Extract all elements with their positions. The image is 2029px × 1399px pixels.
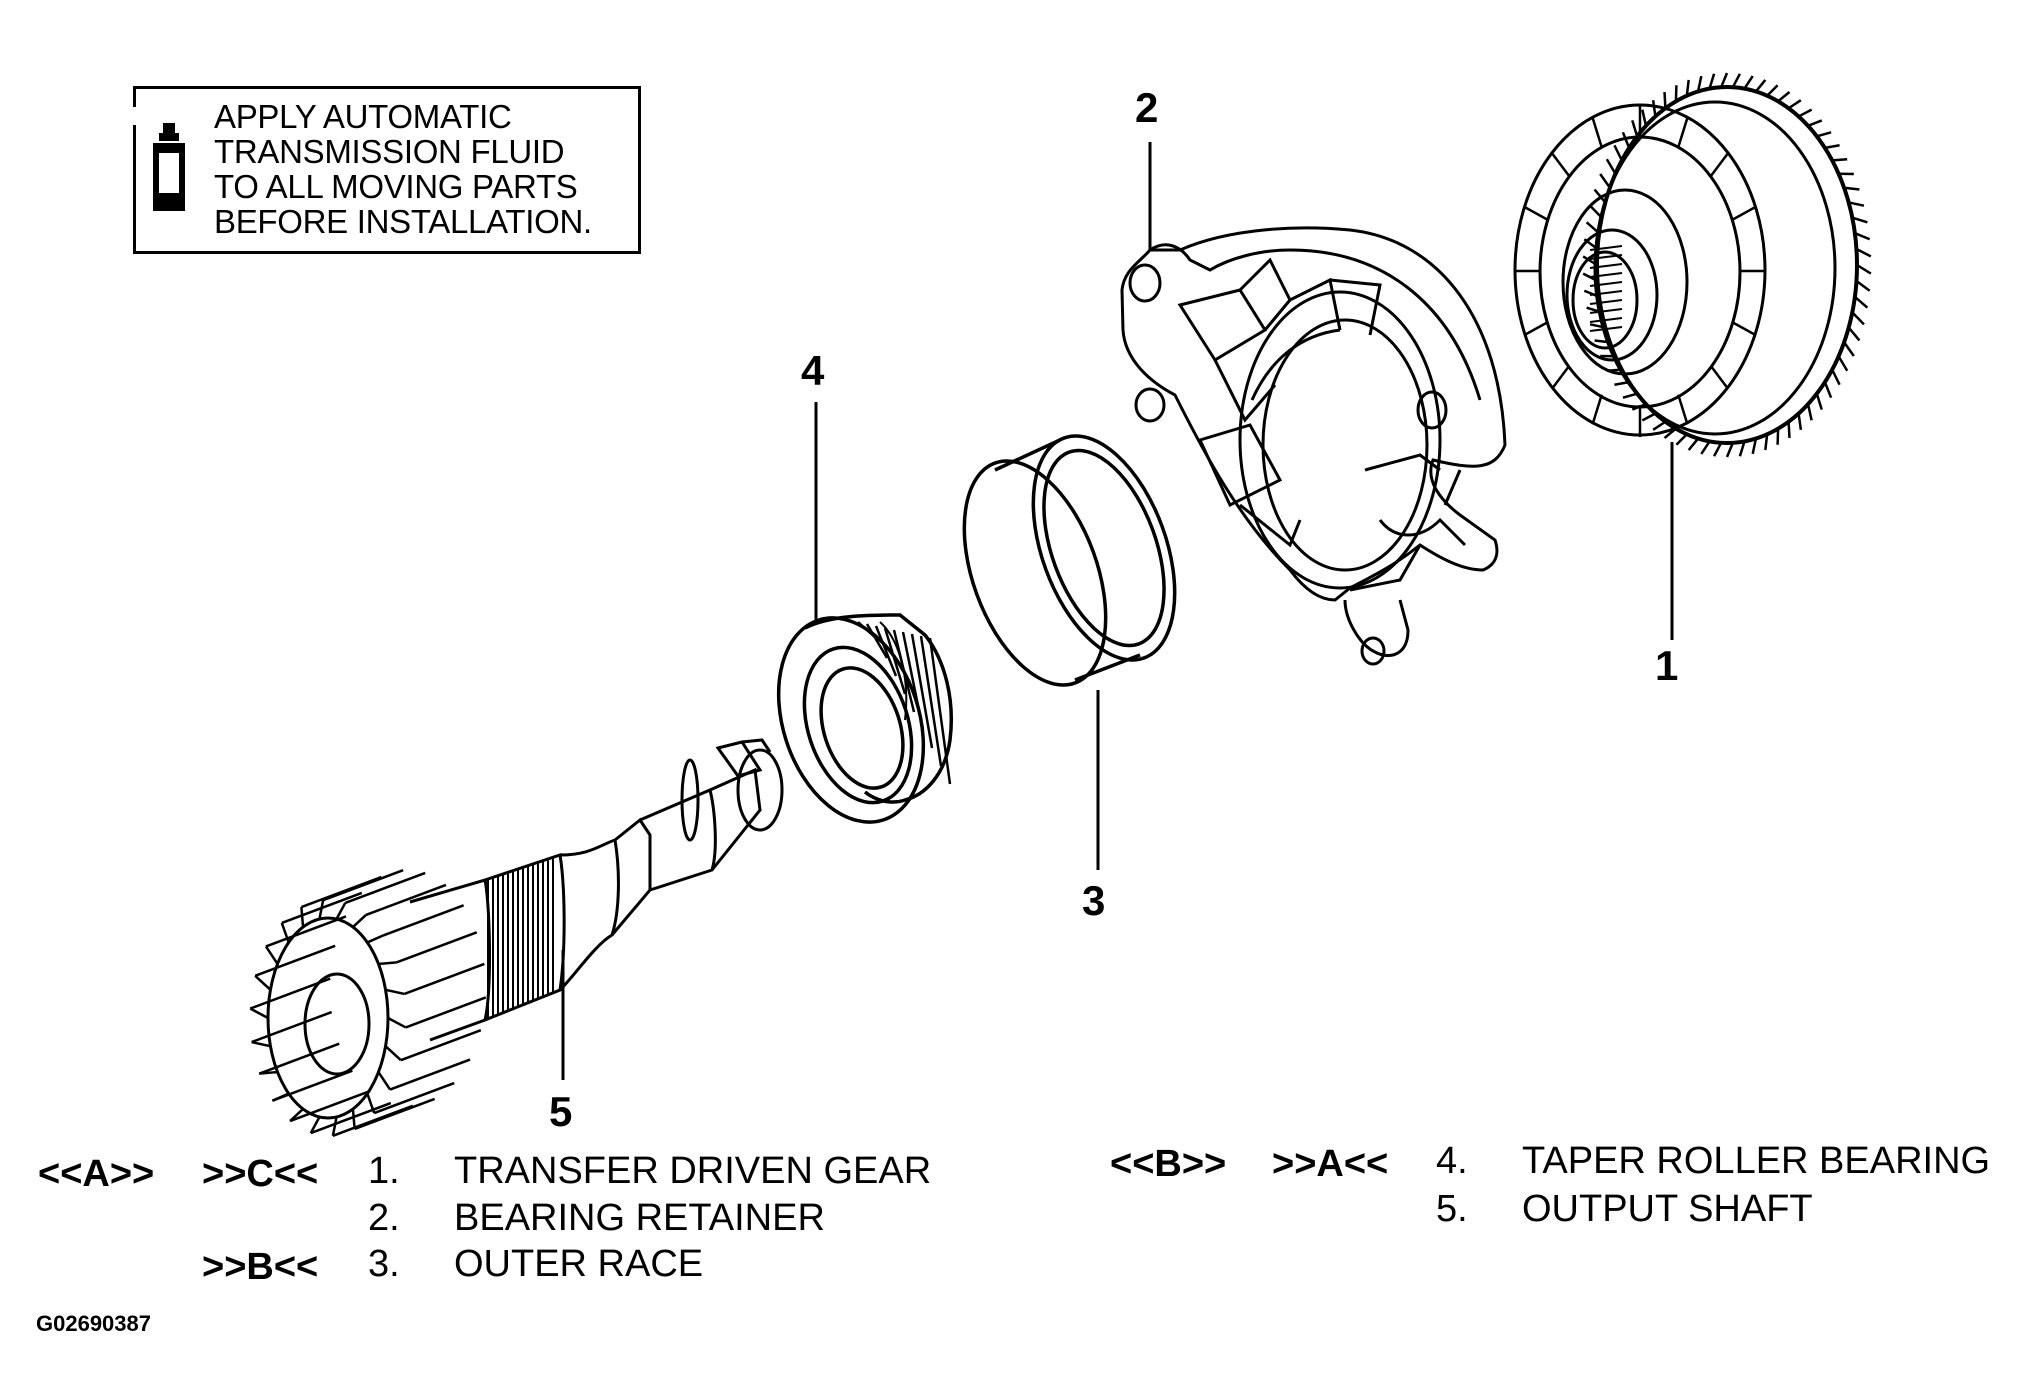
legend-item-transfer-driven-gear: TRANSFER DRIVEN GEAR xyxy=(454,1150,932,1192)
output-shaft xyxy=(249,738,784,1137)
legend-ref: >>C<< xyxy=(202,1153,319,1195)
callout-3: 3 xyxy=(1082,877,1106,924)
transfer-driven-gear xyxy=(1513,72,1872,458)
leader-lines xyxy=(561,142,1674,1080)
legend-ref: <<B>> xyxy=(1110,1143,1227,1185)
lubrication-note: APPLY AUTOMATIC TRANSMISSION FLUID TO AL… xyxy=(132,86,641,254)
legend-item-bearing-retainer: BEARING RETAINER xyxy=(454,1197,825,1239)
legend-ref: >>A<< xyxy=(1272,1143,1389,1185)
bearing-retainer xyxy=(1120,226,1507,666)
oil-bottle-icon xyxy=(153,123,185,211)
legend-number: 1. xyxy=(368,1150,400,1192)
legend-number: 4. xyxy=(1436,1140,1468,1182)
legend-ref: <<A>> xyxy=(38,1153,155,1195)
note-line-3: TO ALL MOVING PARTS xyxy=(214,168,578,205)
legend-item-taper-roller-bearing: TAPER ROLLER BEARING xyxy=(1522,1140,1991,1182)
figure-id: G02690387 xyxy=(36,1311,151,1336)
callout-1: 1 xyxy=(1655,642,1679,689)
callout-2: 2 xyxy=(1135,84,1159,131)
legend-item-outer-race: OUTER RACE xyxy=(454,1243,704,1285)
callout-5: 5 xyxy=(549,1088,573,1135)
outer-race xyxy=(962,434,1177,687)
note-line-4: BEFORE INSTALLATION. xyxy=(214,203,592,240)
taper-roller-bearing xyxy=(776,613,954,824)
legend-number: 2. xyxy=(368,1197,400,1239)
note-line-1: APPLY AUTOMATIC xyxy=(214,98,512,135)
legend-number: 5. xyxy=(1436,1188,1468,1230)
legend-ref: >>B<< xyxy=(202,1246,319,1288)
callout-4: 4 xyxy=(801,347,825,394)
legend-number: 3. xyxy=(368,1243,400,1285)
legend-item-output-shaft: OUTPUT SHAFT xyxy=(1522,1188,1813,1230)
note-line-2: TRANSMISSION FLUID xyxy=(214,133,565,170)
